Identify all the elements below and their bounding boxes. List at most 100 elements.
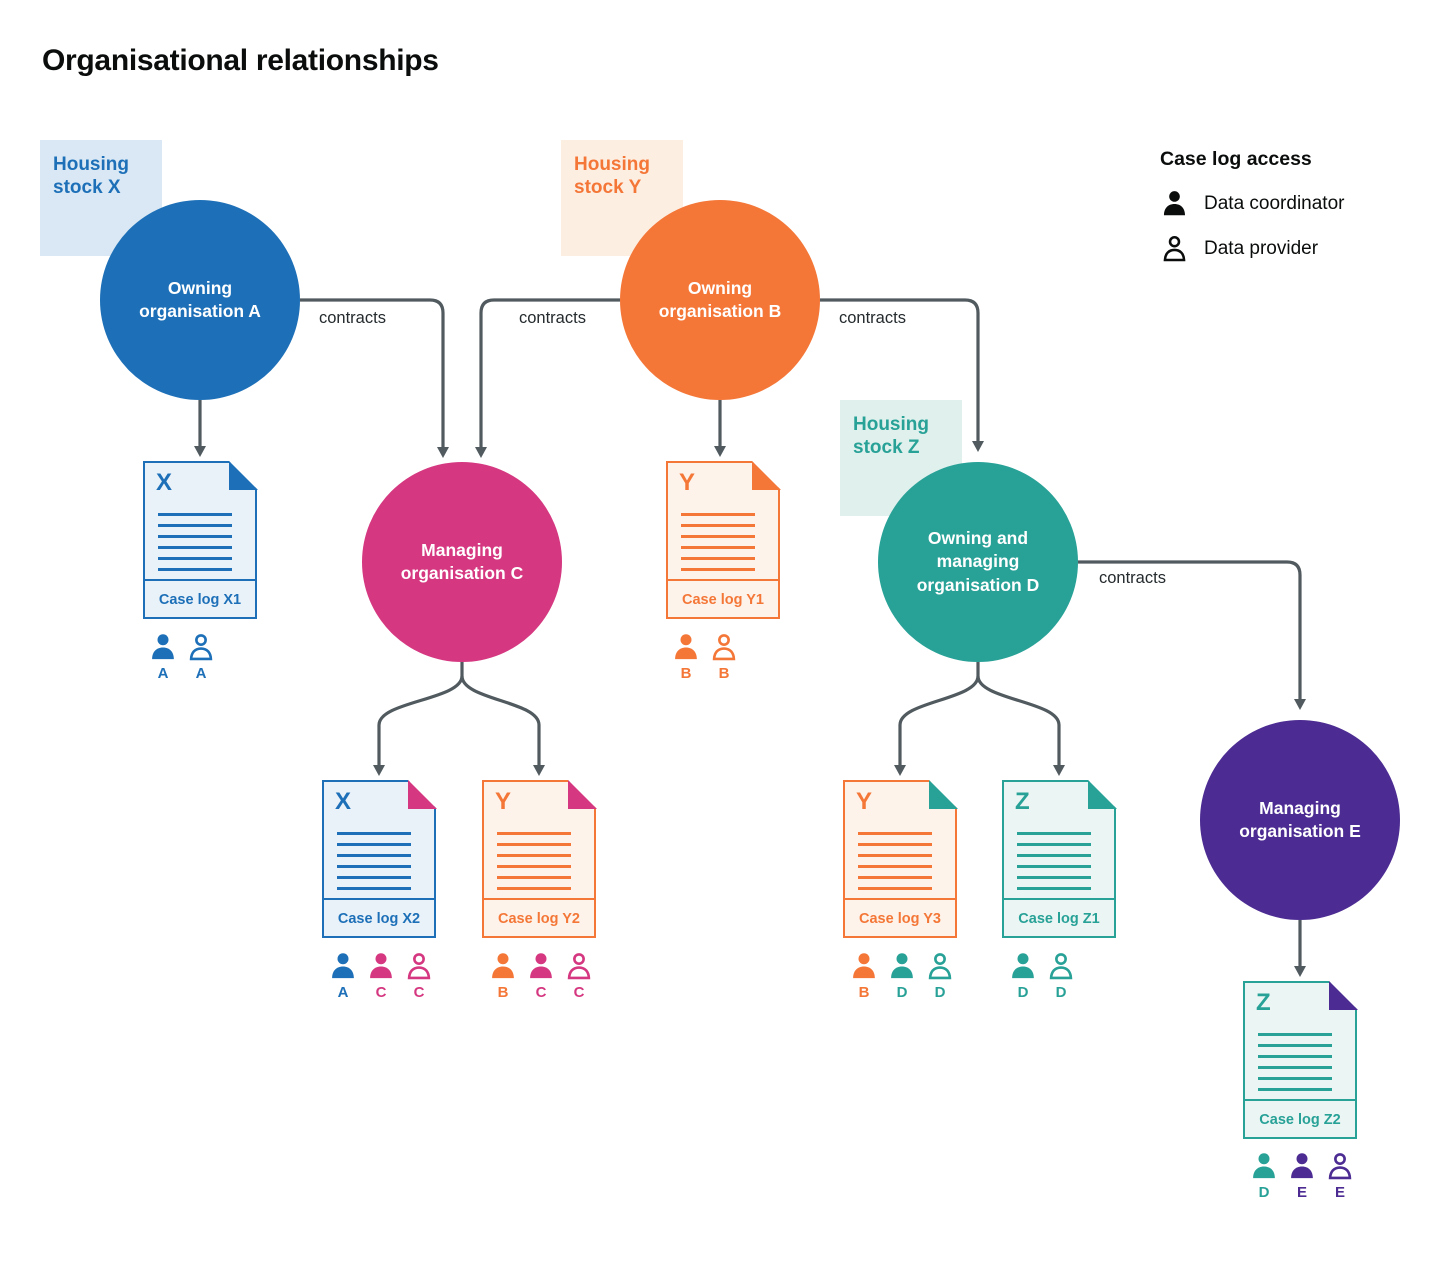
data-coordinator: B <box>669 632 703 682</box>
access-org-letter: D <box>1017 984 1029 1001</box>
doc-divider <box>324 897 434 900</box>
access-org-letter: B <box>858 984 870 1001</box>
access-org-letter: E <box>1334 1184 1345 1201</box>
access-org-letter: D <box>934 984 946 1001</box>
contracts-label-d-e: contracts <box>1099 569 1166 587</box>
person-outline-icon <box>567 953 591 980</box>
data-coordinator: A <box>326 951 360 1001</box>
doc-text-lines <box>337 832 411 898</box>
page-title: Organisational relationships <box>42 44 439 77</box>
org-c-label: Managing organisation C <box>400 539 524 583</box>
org-circle-a: Owning organisation A <box>100 200 300 400</box>
access-org-letter: C <box>375 984 387 1001</box>
data-provider: C <box>562 951 596 1001</box>
data-coordinator: D <box>885 951 919 1001</box>
person-outline-icon <box>407 953 431 980</box>
doc-title: Case log X1 <box>158 592 242 608</box>
access-org-letter: D <box>1258 1184 1270 1201</box>
legend-item-provider: Data provider <box>1160 234 1344 263</box>
contracts-label-a-c: contracts <box>319 309 386 327</box>
data-provider: D <box>1044 951 1078 1001</box>
data-coordinator: B <box>486 951 520 1001</box>
access-org-letter: C <box>573 984 585 1001</box>
doc-title: Case log Y3 <box>859 911 941 927</box>
data-coordinator: E <box>1285 1151 1319 1201</box>
arrow-c-to-y2 <box>460 675 541 765</box>
doc-divider <box>668 578 778 581</box>
case-log-z2-doc: Z Case log Z2 <box>1243 980 1358 1139</box>
case-log-x2-doc: X Case log X2 <box>322 779 437 938</box>
case-log-y2-access: B C C <box>486 951 596 1001</box>
org-d-label: Owning and managing organisation D <box>916 528 1040 595</box>
doc-divider <box>145 578 255 581</box>
data-provider: D <box>923 951 957 1001</box>
data-coordinator: D <box>1006 951 1040 1001</box>
case-log-z2-access: D E E <box>1247 1151 1357 1201</box>
access-org-letter: A <box>157 665 169 682</box>
doc-divider <box>1004 897 1114 900</box>
person-outline-icon <box>1328 1153 1352 1180</box>
org-circle-e: Managing organisation E <box>1200 720 1400 920</box>
case-log-x1-access: A A <box>146 632 218 682</box>
legend-title: Case log access <box>1160 148 1312 170</box>
legend: Case log access Data coordinator Data pr… <box>1160 148 1344 279</box>
person-filled-icon <box>152 634 174 660</box>
arrow-d-to-z1 <box>976 675 1061 765</box>
doc-title: Case log Z2 <box>1259 1112 1341 1128</box>
arrow-d-to-y3 <box>898 675 980 765</box>
arrow-b-to-d <box>820 298 980 441</box>
data-provider: B <box>707 632 741 682</box>
person-filled-icon <box>332 953 354 979</box>
doc-letter: Z <box>1015 788 1030 815</box>
person-filled-icon <box>1012 953 1034 979</box>
doc-letter: Y <box>495 788 512 815</box>
person-filled-icon <box>1291 1153 1313 1179</box>
access-org-letter: A <box>195 665 207 682</box>
doc-letter: Y <box>679 469 696 496</box>
person-outline-icon <box>928 953 952 980</box>
access-org-letter: D <box>1055 984 1067 1001</box>
person-filled-icon <box>891 953 913 979</box>
data-provider: E <box>1323 1151 1357 1201</box>
case-log-y1-access: B B <box>669 632 741 682</box>
doc-text-lines <box>681 513 755 579</box>
doc-letter: X <box>335 788 352 815</box>
legend-item-coordinator: Data coordinator <box>1160 189 1344 218</box>
person-filled-icon <box>492 953 514 979</box>
arrow-a-to-c <box>300 298 445 447</box>
doc-title: Case log Z1 <box>1018 911 1100 927</box>
person-outline-icon <box>1049 953 1073 980</box>
arrow-c-to-x2 <box>377 675 464 765</box>
data-coordinator: B <box>847 951 881 1001</box>
org-circle-b: Owning organisation B <box>620 200 820 400</box>
data-provider: C <box>402 951 436 1001</box>
access-org-letter: B <box>680 665 692 682</box>
doc-divider <box>845 897 955 900</box>
data-coordinator: C <box>524 951 558 1001</box>
doc-title: Case log Y1 <box>682 592 764 608</box>
doc-letter: Y <box>856 788 873 815</box>
access-org-letter: D <box>896 984 908 1001</box>
case-log-z1-access: D D <box>1006 951 1078 1001</box>
person-filled-icon <box>370 953 392 979</box>
case-log-y2-doc: Y Case log Y2 <box>482 779 597 938</box>
org-circle-c: Managing organisation C <box>362 462 562 662</box>
person-filled-icon <box>530 953 552 979</box>
access-org-letter: B <box>497 984 509 1001</box>
arrow-b-to-c <box>479 298 620 447</box>
legend-item-label: Data provider <box>1204 237 1319 259</box>
arrow-d-to-e <box>1078 560 1302 699</box>
access-org-letter: E <box>1296 1184 1307 1201</box>
person-outline-icon <box>712 634 736 661</box>
doc-text-lines <box>158 513 232 579</box>
doc-text-lines <box>497 832 571 898</box>
org-b-label: Owning organisation B <box>658 277 782 321</box>
case-log-y3-doc: Y Case log Y3 <box>843 779 958 938</box>
access-org-letter: C <box>413 984 425 1001</box>
doc-letter: X <box>156 469 173 496</box>
doc-text-lines <box>858 832 932 898</box>
contracts-label-b-d: contracts <box>839 309 906 327</box>
doc-divider <box>1245 1098 1355 1101</box>
access-org-letter: A <box>337 984 349 1001</box>
